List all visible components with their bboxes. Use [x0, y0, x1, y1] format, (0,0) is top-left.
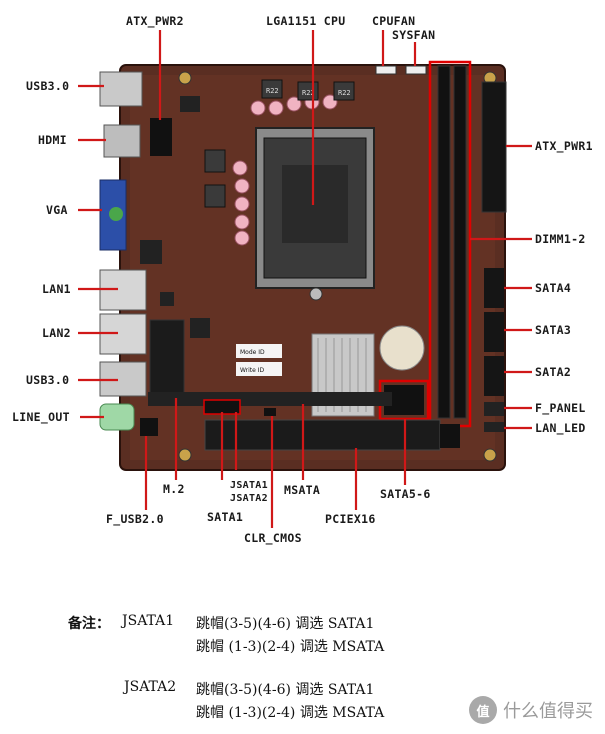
label-dimm: DIMM1-2: [535, 232, 586, 246]
vga-screw: [109, 207, 123, 221]
label-sata4: SATA4: [535, 281, 571, 295]
chip: [180, 96, 200, 112]
label-jsata1: JSATA1: [230, 480, 268, 491]
f-panel-header: [484, 402, 504, 416]
label-sysfan: SYSFAN: [392, 28, 435, 42]
label-sata1: SATA1: [207, 510, 243, 524]
jsata-jumpers: [204, 400, 240, 414]
note-line1: 跳帽(3-5)(4-6) 调选 SATA1: [196, 613, 374, 633]
label-vga: VGA: [46, 203, 68, 217]
dimm-slot-1: [438, 66, 450, 418]
label-lan-led: LAN_LED: [535, 421, 586, 435]
motherboard-diagram: R22 R22 R22 Mode ID Write ID: [0, 0, 605, 560]
sata4-port: [484, 268, 504, 308]
chip: [140, 240, 162, 264]
mount-hole: [179, 449, 191, 461]
mount-hole: [179, 72, 191, 84]
lan-led-header: [484, 422, 504, 432]
cpu-socket-pad: [282, 165, 348, 243]
label-sata2: SATA2: [535, 365, 571, 379]
cmos-battery: [380, 326, 424, 370]
label-usb3-top: USB3.0: [26, 79, 69, 93]
mode-id-text: Mode ID: [240, 349, 265, 356]
watermark-badge: 值: [469, 696, 497, 724]
note-jsata2-head: JSATA2: [124, 679, 176, 695]
note-title: 备注：: [68, 613, 110, 633]
usb3-top-port: [100, 72, 142, 106]
dimm-slot-2: [454, 66, 466, 418]
atx-pwr2-header: [150, 118, 172, 156]
label-jsata2: JSATA2: [230, 493, 268, 504]
pciex16-latch: [440, 424, 460, 448]
sata2-port: [484, 356, 504, 396]
cpufan-header: [376, 66, 396, 74]
sysfan-header: [406, 66, 426, 74]
hdmi-port: [104, 125, 140, 157]
atx-pwr1-header: [482, 82, 506, 212]
label-sata3: SATA3: [535, 323, 571, 337]
label-f-usb2: F_USB2.0: [106, 512, 164, 526]
label-lan1: LAN1: [42, 282, 71, 296]
motherboard-illustration: R22 R22 R22 Mode ID Write ID: [0, 0, 605, 560]
chip: [190, 318, 210, 338]
label-sata5-6: SATA5-6: [380, 487, 431, 501]
label-m2: M.2: [163, 482, 185, 496]
f-usb2-header: [140, 418, 158, 436]
note-line2: 跳帽 (1-3)(2-4) 调选 MSATA: [196, 636, 384, 656]
label-atx-pwr2: ATX_PWR2: [126, 14, 184, 28]
sata3-port: [484, 312, 504, 352]
label-hdmi: HDMI: [38, 133, 67, 147]
clr-cmos-jumper: [264, 408, 276, 416]
write-id-text: Write ID: [240, 367, 265, 374]
label-cpufan: CPUFAN: [372, 14, 415, 28]
watermark: 值 什么值得买: [469, 696, 593, 724]
label-line-out: LINE_OUT: [12, 410, 70, 424]
label-clr-cmos: CLR_CMOS: [244, 531, 302, 545]
label-usb3-bottom: USB3.0: [26, 373, 69, 387]
note-jsata1-head: JSATA1: [122, 613, 174, 629]
r22-mark: R22: [338, 89, 351, 97]
msata-slot: [148, 392, 392, 406]
label-lan2: LAN2: [42, 326, 71, 340]
note-line3: 跳帽(3-5)(4-6) 调选 SATA1: [196, 679, 374, 699]
watermark-text: 什么值得买: [503, 697, 593, 723]
r22-mark: R22: [266, 87, 279, 95]
label-atx-pwr1: ATX_PWR1: [535, 139, 593, 153]
label-pciex16: PCIEX16: [325, 512, 376, 526]
line-out-jack: [100, 404, 134, 430]
mount-hole: [484, 449, 496, 461]
label-msata: MSATA: [284, 483, 320, 497]
m2-slot: [150, 320, 184, 400]
label-lga1151-cpu: LGA1151 CPU: [266, 14, 345, 28]
label-f-panel: F_PANEL: [535, 401, 586, 415]
note-line4: 跳帽 (1-3)(2-4) 调选 MSATA: [196, 702, 384, 722]
socket-lever-end: [310, 288, 322, 300]
chip: [160, 292, 174, 306]
